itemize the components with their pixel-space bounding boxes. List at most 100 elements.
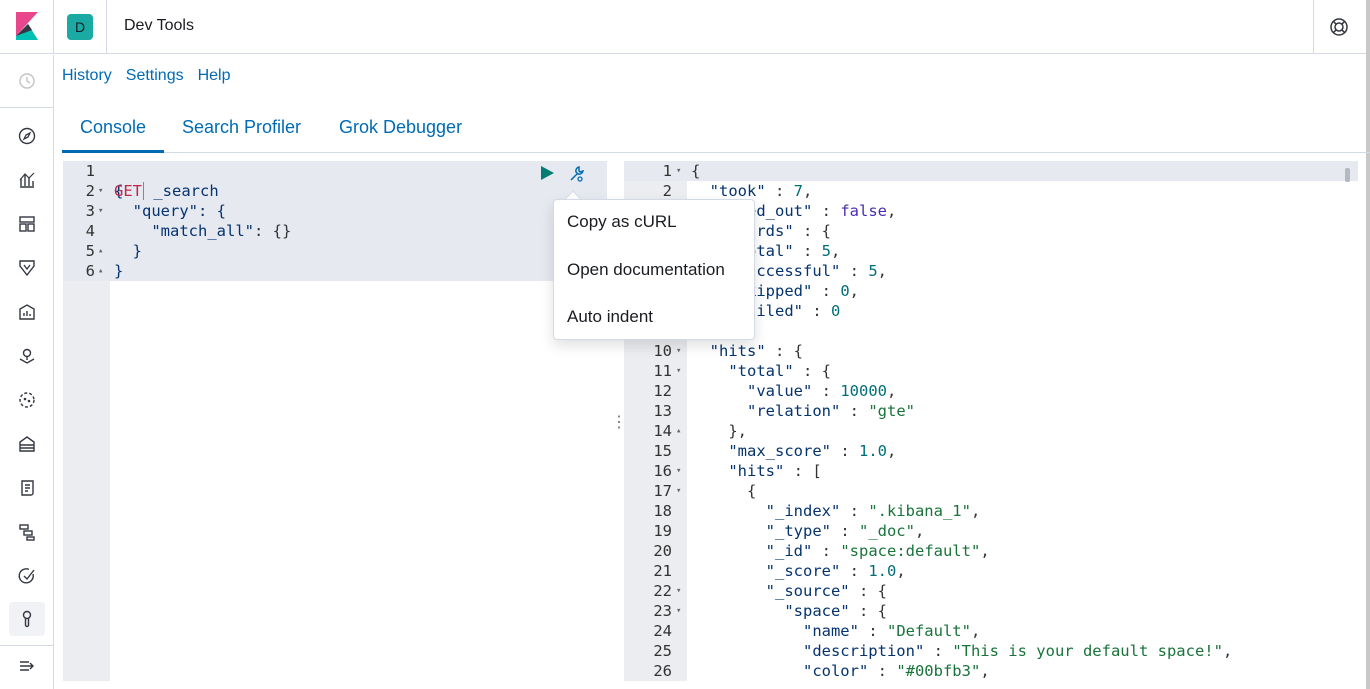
compass-icon[interactable] xyxy=(17,126,37,146)
line-number: 25 xyxy=(624,641,672,661)
app-title: Dev Tools xyxy=(124,17,194,35)
request-path: _search xyxy=(153,182,218,200)
line-number: 18 xyxy=(624,501,672,521)
header-divider xyxy=(1313,0,1314,54)
code-text: "_index" : ".kibana_1", xyxy=(691,501,980,521)
tab-search-profiler[interactable]: Search Profiler xyxy=(182,117,301,138)
fold-open-icon[interactable]: ▾ xyxy=(676,361,681,381)
code-text: "space" : { xyxy=(691,601,887,621)
devtools-tabs: Console Search Profiler Grok Debugger xyxy=(62,105,1370,153)
line-number: 26 xyxy=(624,661,672,681)
fold-close-icon[interactable]: ▴ xyxy=(676,421,681,441)
line-number: 17 xyxy=(624,481,672,501)
code-text: { xyxy=(691,161,700,181)
code-text: "total" : { xyxy=(691,361,831,381)
code-text: "max_score" : 1.0, xyxy=(691,441,896,461)
line-number: 15 xyxy=(624,441,672,461)
line-number: 24 xyxy=(624,621,672,641)
settings-link[interactable]: Settings xyxy=(126,67,184,84)
line-number: 6 xyxy=(63,261,95,281)
kibana-logo-icon[interactable] xyxy=(14,12,40,40)
history-link[interactable]: History xyxy=(62,67,112,84)
line-number: 14 xyxy=(624,421,672,441)
logs-icon[interactable] xyxy=(17,478,37,498)
code-text: } xyxy=(114,261,123,281)
panel-resizer-handle[interactable]: ⋮ xyxy=(611,412,619,434)
play-icon[interactable] xyxy=(539,165,555,181)
line-number: 5 xyxy=(63,241,95,261)
lifebuoy-icon[interactable] xyxy=(1329,17,1349,37)
line-number: 12 xyxy=(624,381,672,401)
code-text: "match_all": {} xyxy=(114,221,291,241)
maps-icon[interactable] xyxy=(17,346,37,366)
line-number: 11 xyxy=(624,361,672,381)
line-number: 23 xyxy=(624,601,672,621)
fold-open-icon[interactable]: ▾ xyxy=(676,481,681,501)
fold-close-icon[interactable]: ▴ xyxy=(98,261,103,281)
line-number: 22 xyxy=(624,581,672,601)
line-number: 20 xyxy=(624,541,672,561)
fold-open-icon[interactable]: ▾ xyxy=(676,601,681,621)
space-avatar[interactable]: D xyxy=(67,14,93,40)
active-tab-underline xyxy=(62,150,164,153)
code-text: "_score" : 1.0, xyxy=(691,561,906,581)
help-link[interactable]: Help xyxy=(198,67,231,84)
tab-grok-debugger[interactable]: Grok Debugger xyxy=(339,117,462,138)
code-text: "_id" : "space:default", xyxy=(691,541,990,561)
request-actions-menu: Copy as cURL Open documentation Auto ind… xyxy=(553,199,755,340)
visualize-icon[interactable] xyxy=(17,170,37,190)
header-divider xyxy=(53,0,54,54)
tab-console[interactable]: Console xyxy=(80,117,146,138)
devtools-wrench-icon[interactable] xyxy=(17,609,37,629)
devtools-toplinks: History Settings Help xyxy=(62,67,245,85)
request-editor[interactable]: 12▾{3▾ "query": {4 "match_all": {}5▴ }6▴… xyxy=(63,161,607,681)
fold-open-icon[interactable]: ▾ xyxy=(98,201,103,221)
apm-icon[interactable] xyxy=(17,522,37,542)
nav-separator xyxy=(0,645,53,646)
code-text: "_source" : { xyxy=(691,581,887,601)
code-text: "query": { xyxy=(114,201,226,221)
line-number: 1 xyxy=(624,161,672,181)
code-text: } xyxy=(114,241,142,261)
response-active-line xyxy=(624,161,1358,181)
fold-open-icon[interactable]: ▾ xyxy=(676,341,681,361)
window-scroll-edge xyxy=(1366,0,1370,689)
uptime-icon[interactable] xyxy=(17,566,37,586)
tabs-divider xyxy=(62,152,1370,153)
line-number: 21 xyxy=(624,561,672,581)
fold-open-icon[interactable]: ▾ xyxy=(676,461,681,481)
collapse-menu-icon[interactable] xyxy=(17,656,37,676)
code-text: "name" : "Default", xyxy=(691,621,980,641)
code-text: "relation" : "gte" xyxy=(691,401,915,421)
fold-open-icon[interactable]: ▾ xyxy=(676,161,681,181)
auto-indent-item[interactable]: Auto indent xyxy=(567,307,653,327)
code-text: "value" : 10000, xyxy=(691,381,896,401)
line-number: 13 xyxy=(624,401,672,421)
dashboard-icon[interactable] xyxy=(17,214,37,234)
response-scrollbar[interactable] xyxy=(1345,168,1350,182)
code-text: "took" : 7, xyxy=(691,181,812,201)
code-text: "_type" : "_doc", xyxy=(691,521,924,541)
fold-close-icon[interactable]: ▴ xyxy=(98,241,103,261)
code-text: { xyxy=(691,481,756,501)
app-header: D Dev Tools xyxy=(0,0,1370,54)
code-text: "color" : "#00bfb3", xyxy=(691,661,990,681)
wrench-icon[interactable] xyxy=(567,164,587,184)
fold-open-icon[interactable]: ▾ xyxy=(676,581,681,601)
ml-icon[interactable] xyxy=(17,390,37,410)
metrics-icon[interactable] xyxy=(17,302,37,322)
copy-as-curl-item[interactable]: Copy as cURL xyxy=(567,212,677,232)
line-number: 4 xyxy=(63,221,95,241)
infra-icon[interactable] xyxy=(17,434,37,454)
header-divider xyxy=(106,0,107,54)
open-documentation-item[interactable]: Open documentation xyxy=(567,260,725,280)
code-text: "hits" : { xyxy=(691,341,803,361)
side-nav xyxy=(0,55,54,689)
line-number: 19 xyxy=(624,521,672,541)
line-number: 16 xyxy=(624,461,672,481)
canvas-icon[interactable] xyxy=(17,258,37,278)
request-line: GET _search xyxy=(63,161,100,181)
clock-icon[interactable] xyxy=(17,71,37,91)
line-number: 2 xyxy=(624,181,672,201)
code-text: }, xyxy=(691,421,747,441)
